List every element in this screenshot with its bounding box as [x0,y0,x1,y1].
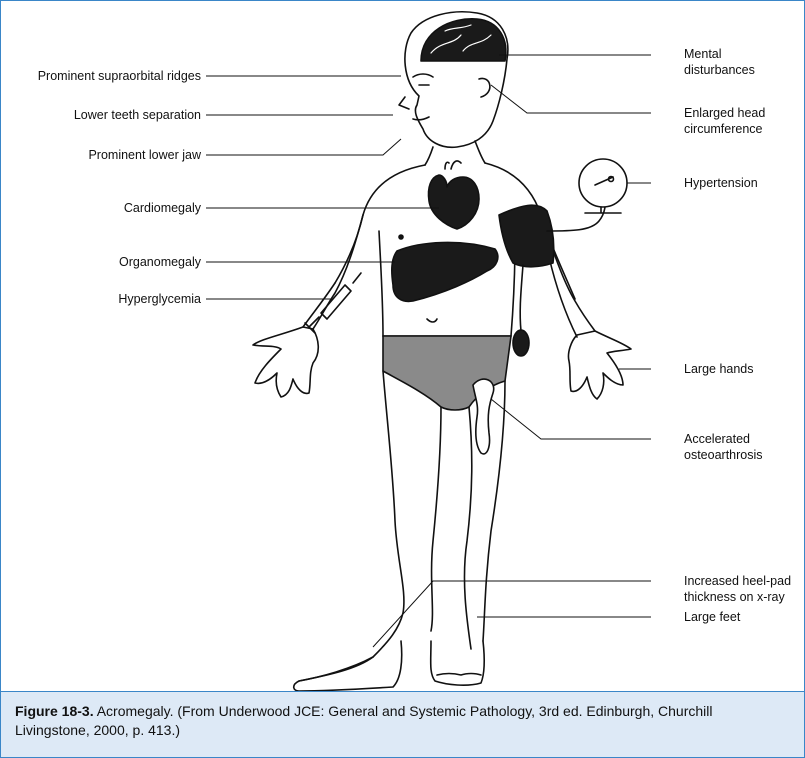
femur-icon [473,379,494,454]
leader-heel [373,581,651,647]
right-hand-icon [568,331,631,399]
label-hyperglycemia: Hyperglycemia [1,291,201,307]
left-leg [299,371,404,681]
bp-bulb-icon [513,330,529,356]
label-lower-jaw: Prominent lower jaw [1,147,201,163]
brain-icon [421,19,506,61]
label-osteoarthrosis: Accelerated osteoarthrosis [684,431,763,463]
label-mental-disturbances: Mental disturbances [684,46,755,78]
leader-head [491,85,651,113]
heart-icon [428,175,479,229]
label-hypertension: Hypertension [684,175,758,191]
label-lower-teeth: Lower teeth separation [1,107,201,123]
leader-jaw [206,139,401,155]
label-heel-pad: Increased heel-pad thickness on x-ray [684,573,791,605]
label-cardiomegaly: Cardiomegaly [1,200,201,216]
syringe-icon [305,273,361,333]
left-hand-icon [253,327,318,397]
liver-icon [392,242,498,301]
leader-osteo [491,399,651,439]
label-large-feet: Large feet [684,609,740,625]
right-foot-icon [431,641,485,685]
bp-cuff-icon [499,205,554,267]
caption-figure-label: Figure 18-3. [15,703,94,719]
bp-gauge-icon [579,159,627,207]
label-enlarged-head: Enlarged head circumference [684,105,765,137]
label-organomegaly: Organomegaly [1,254,201,270]
caption-text: Acromegaly. (From Underwood JCE: General… [15,703,712,738]
label-supraorbital-ridges: Prominent supraorbital ridges [1,68,201,84]
figure-caption: Figure 18-3. Acromegaly. (From Underwood… [1,691,804,757]
left-foot-icon [294,641,402,691]
label-large-hands: Large hands [684,361,754,377]
